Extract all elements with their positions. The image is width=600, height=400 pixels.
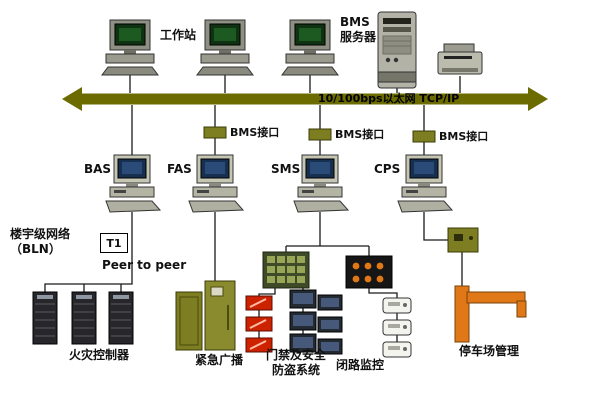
workstation-3 <box>281 19 339 76</box>
sms-workstation <box>293 154 349 213</box>
cctv-monitors <box>289 289 343 355</box>
fire-controller-label: 火灾控制器 <box>69 348 130 362</box>
cctv-label: 闭路监控 <box>336 358 385 372</box>
bas-workstation <box>105 154 161 213</box>
emergency-broadcast-label: 紧急广播 <box>195 353 244 367</box>
alarm-speaker-3 <box>245 337 273 353</box>
fire-controller-cabinet-1 <box>32 291 58 345</box>
alarm-speaker-1 <box>245 295 273 311</box>
parking-barrier <box>454 285 527 343</box>
workstation-2 <box>196 19 254 76</box>
bln-label-line1: 楼宇级网络 <box>10 227 71 241</box>
peer-to-peer-label: Peer to peer <box>102 258 187 272</box>
fire-controller-cabinet-2 <box>71 291 97 345</box>
bms-interface-label-cps: BMS接口 <box>439 130 489 143</box>
bms-server-label-line2: 服务器 <box>340 30 377 44</box>
connector-lines <box>44 75 463 352</box>
workstation-1 <box>101 19 159 76</box>
card-reader-3 <box>382 341 412 358</box>
bms-interface-label-sms: BMS接口 <box>335 128 385 141</box>
t1-label: T1 <box>106 236 122 250</box>
parking-label: 停车场管理 <box>459 344 520 358</box>
card-reader-1 <box>382 297 412 314</box>
access-security-label-line1: 门禁及安全 <box>265 348 326 362</box>
bms-server-label: BMS 服务器 <box>340 15 376 45</box>
bms-interface-box-fas <box>203 126 227 139</box>
cctv-control-panel <box>345 255 393 289</box>
access-security-label-line2: 防盗系统 <box>271 363 320 377</box>
alarm-speaker-2 <box>245 316 273 332</box>
access-control-panel <box>262 251 310 289</box>
bms-server-tower <box>377 11 417 89</box>
ethernet-backbone-arrow <box>62 87 548 111</box>
parking-controller-box <box>447 227 479 253</box>
cps-label: CPS <box>374 162 401 176</box>
card-reader-2 <box>382 319 412 336</box>
cps-workstation <box>397 154 453 213</box>
link-sms-panels <box>285 212 370 256</box>
bas-label: BAS <box>84 162 112 176</box>
sms-label: SMS <box>271 162 301 176</box>
printer <box>437 43 483 75</box>
emergency-broadcast-cabinets <box>175 280 236 351</box>
workstation-label: 工作站 <box>160 28 197 42</box>
fas-label: FAS <box>167 162 192 176</box>
bln-label: 楼宇级网络 （BLN） <box>10 227 70 257</box>
bms-interface-box-sms <box>308 128 332 141</box>
bms-interface-label-fas: BMS接口 <box>230 126 280 139</box>
t1-box: T1 <box>100 233 128 253</box>
bms-server-label-line1: BMS <box>340 15 370 29</box>
bln-label-line2: （BLN） <box>10 242 61 256</box>
link-cps-parking-controller <box>423 212 448 241</box>
fire-controller-cabinet-3 <box>108 291 134 345</box>
bms-interface-box-cps <box>412 130 436 143</box>
link-bas-fire-controllers <box>44 212 133 292</box>
backbone-label: 10/100bps以太网 TCP/IP <box>318 92 460 105</box>
fas-workstation <box>188 154 244 213</box>
access-security-label: 门禁及安全 防盗系统 <box>258 348 334 378</box>
